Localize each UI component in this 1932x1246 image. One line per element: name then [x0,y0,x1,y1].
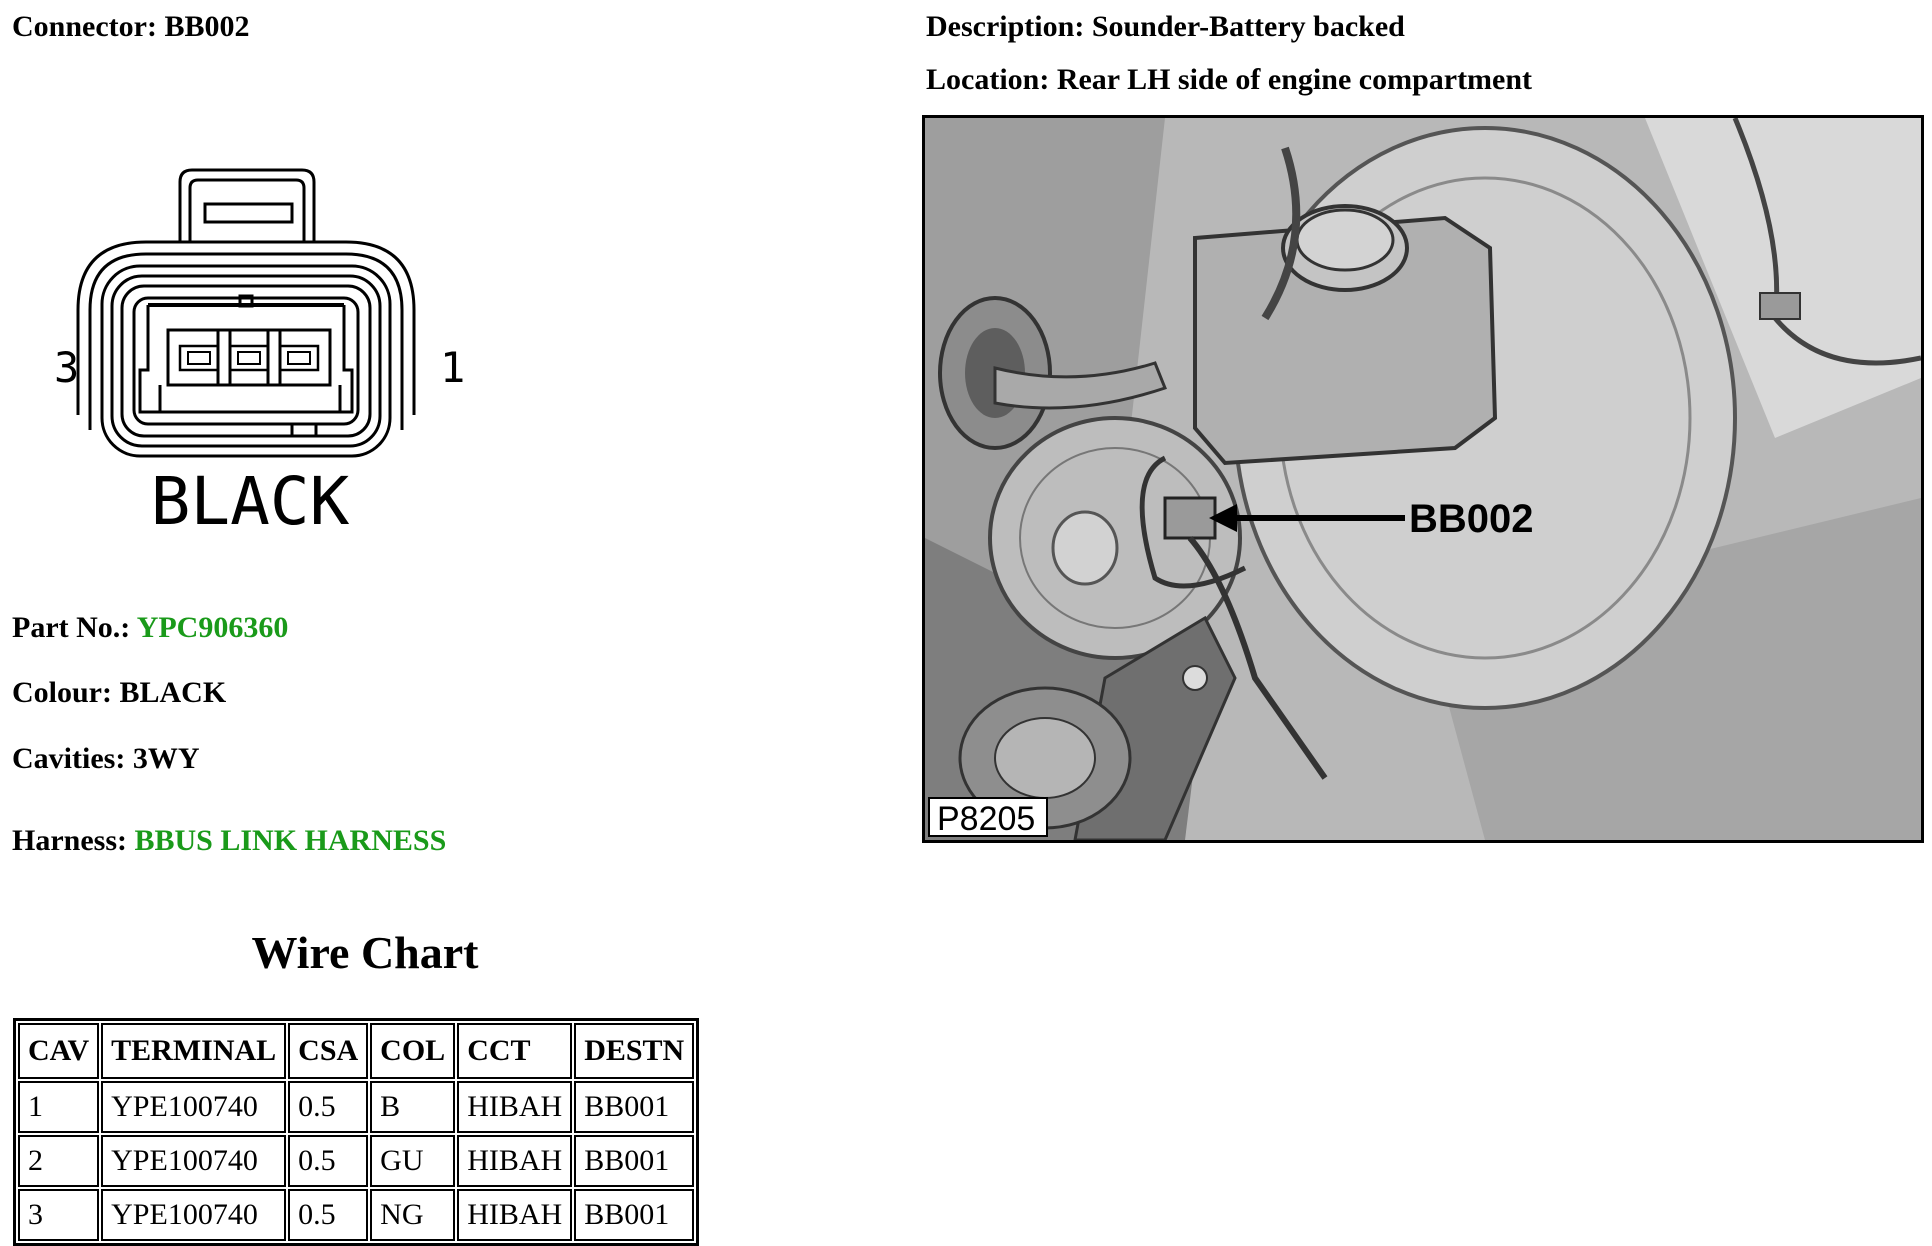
connector-field: Connector: BB002 [12,12,250,42]
part-no-field: Part No.: YPC906360 [12,613,288,643]
harness-link[interactable]: BBUS LINK HARNESS [134,824,447,857]
wire-chart-title: Wire Chart [251,927,479,978]
cell-cav: 2 [18,1135,100,1187]
cell-cct: HIBAH [457,1135,573,1187]
table-row: 1 YPE100740 0.5 B HIBAH BB001 [18,1081,695,1133]
column-header-destn: DESTN [574,1023,695,1079]
connector-value: BB002 [164,10,250,43]
cell-col: GU [370,1135,456,1187]
part-no-link[interactable]: YPC906360 [136,611,289,644]
column-header-csa: CSA [288,1023,369,1079]
cell-terminal: YPE100740 [101,1135,287,1187]
figure-id-box [928,797,1048,837]
cell-destn: BB001 [574,1189,695,1241]
table-header-row: CAV TERMINAL CSA COL CCT DESTN [18,1023,695,1079]
connector-label: Connector: [12,10,157,43]
cell-csa: 0.5 [288,1189,369,1241]
location-photo: BB002 P8205 [922,115,1924,843]
connector-colour-label: BLACK [151,463,350,540]
cell-cct: HIBAH [457,1189,573,1241]
column-header-terminal: TERMINAL [101,1023,287,1079]
cavities-field: Cavities: 3WY [12,744,199,774]
cell-destn: BB001 [574,1081,695,1133]
location-field: Location: Rear LH side of engine compart… [926,65,1532,95]
location-value: Rear LH side of engine compartment [1056,63,1533,96]
description-field: Description: Sounder-Battery backed [926,12,1405,42]
cell-destn: BB001 [574,1135,695,1187]
connector-face-diagram: 3 1 BLACK [54,168,465,540]
cell-csa: 0.5 [288,1081,369,1133]
cell-cav: 3 [18,1189,100,1241]
cell-cav: 1 [18,1081,100,1133]
column-header-cct: CCT [457,1023,573,1079]
cavities-value: 3WY [132,742,200,775]
description-label: Description: [926,10,1085,43]
wire-chart-table: CAV TERMINAL CSA COL CCT DESTN 1 YPE1007… [13,1018,700,1246]
callout-arrowhead [1209,504,1237,532]
figure-id-label: P8205 [937,800,1035,838]
description-value: Sounder-Battery backed [1091,10,1405,43]
cell-csa: 0.5 [288,1135,369,1187]
cell-terminal: YPE100740 [101,1081,287,1133]
cavities-label: Cavities: [12,742,126,775]
cell-col: B [370,1081,456,1133]
harness-label: Harness: [12,824,127,857]
colour-label: Colour: [12,676,112,709]
cell-terminal: YPE100740 [101,1189,287,1241]
table-row: 2 YPE100740 0.5 GU HIBAH BB001 [18,1135,695,1187]
table-row: 3 YPE100740 0.5 NG HIBAH BB001 [18,1189,695,1241]
colour-field: Colour: BLACK [12,678,226,708]
cell-col: NG [370,1189,456,1241]
part-no-label: Part No.: [12,611,131,644]
colour-value: BLACK [119,676,227,709]
column-header-cav: CAV [18,1023,100,1079]
cell-cct: HIBAH [457,1081,573,1133]
pin-1-label: 1 [440,343,465,392]
pin-3-label: 3 [54,343,79,392]
callout-label: BB002 [1409,497,1534,541]
harness-field: Harness: BBUS LINK HARNESS [12,826,446,856]
location-label: Location: [926,63,1050,96]
engine-compartment-illustration: BB002 P8205 [925,118,1921,840]
column-header-col: COL [370,1023,456,1079]
